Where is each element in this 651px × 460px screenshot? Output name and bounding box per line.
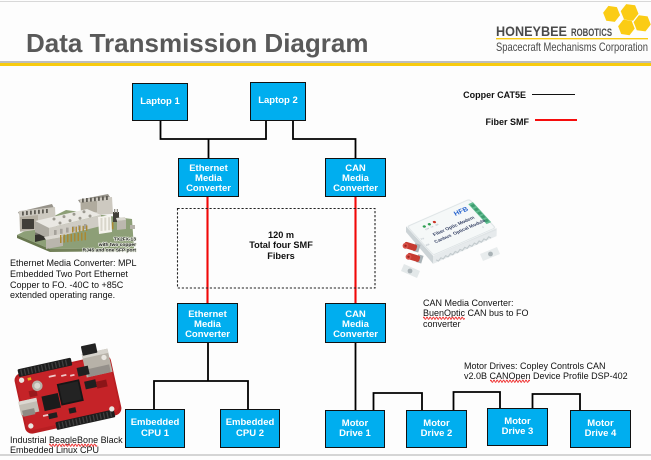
- svg-text:RJ45 and one SFP port: RJ45 and one SFP port: [83, 248, 137, 254]
- svg-text:RX: RX: [425, 242, 431, 247]
- svg-text:HONEYBEE: HONEYBEE: [496, 23, 567, 39]
- svg-text:TX: TX: [419, 237, 425, 241]
- svg-text:with two copper: with two copper: [98, 242, 136, 248]
- svg-text:TX2FX-13: TX2FX-13: [114, 237, 137, 243]
- svg-text:HFB: HFB: [452, 206, 470, 217]
- svg-text:TX: TX: [430, 225, 435, 229]
- svg-text:ROBOTICS: ROBOTICS: [571, 27, 612, 39]
- svg-text:RX: RX: [435, 223, 440, 227]
- svg-text:PW: PW: [425, 227, 431, 231]
- svg-text:⏚: ⏚: [480, 225, 485, 229]
- svg-text:Spacecraft Mechanisms Corporat: Spacecraft Mechanisms Corporation: [496, 40, 648, 54]
